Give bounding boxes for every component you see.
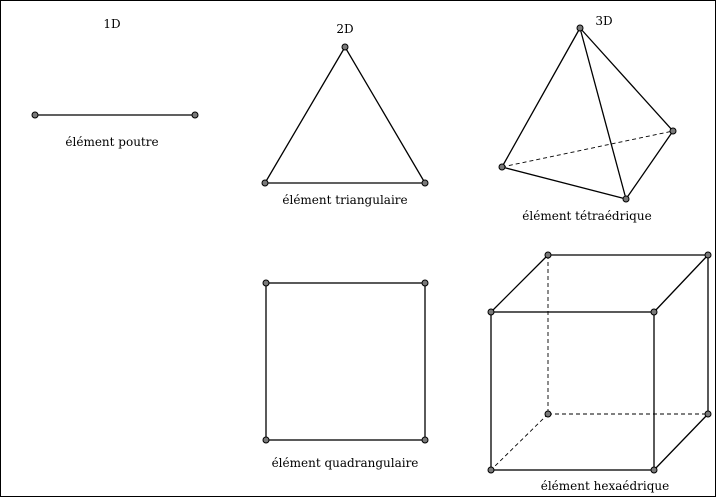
heading-2d: 2D [336, 22, 353, 36]
hexahedron-front-face [490, 311, 655, 471]
quadrilateral-node [262, 279, 270, 287]
triangle-node [421, 179, 429, 187]
hexahedron-node [544, 251, 552, 259]
quadrilateral-edges [265, 282, 426, 441]
triangle-element [261, 43, 429, 187]
quadrilateral-node [421, 279, 429, 287]
triangle-node [261, 179, 269, 187]
tetrahedron-edge [501, 166, 627, 200]
hexahedron-node [487, 308, 495, 316]
label-quadrilateral: élément quadrangulaire [272, 456, 419, 470]
tetrahedron-hidden-edge [501, 130, 674, 168]
tetrahedron-edge [579, 27, 674, 132]
hexahedron-edge [653, 254, 709, 313]
tetrahedron-edge [625, 130, 674, 200]
beam-node [31, 111, 39, 119]
hexahedron-element [487, 251, 712, 474]
hexahedron-node [544, 410, 552, 418]
beam-element [31, 111, 199, 119]
hexahedron-node [704, 410, 712, 418]
beam-node [191, 111, 199, 119]
label-hexahedron: élément hexaédrique [541, 479, 670, 493]
quadrilateral-node [262, 436, 270, 444]
tetrahedron-element [498, 24, 677, 203]
label-tetrahedron: élément tétraédrique [522, 209, 651, 223]
hexahedron-node [650, 466, 658, 474]
hexahedron-edge [653, 413, 709, 471]
hexahedron-node [487, 466, 495, 474]
hexahedron-node [650, 308, 658, 316]
hexahedron-hidden-edge [490, 413, 549, 471]
tetrahedron-node [576, 24, 584, 32]
hexahedron-edge [490, 254, 549, 313]
quadrilateral-element [262, 279, 429, 444]
tetrahedron-node [669, 127, 677, 135]
tetrahedron-node [498, 163, 506, 171]
triangle-node [341, 43, 349, 51]
triangle-edges [263, 45, 427, 184]
tetrahedron-edge [501, 27, 581, 168]
label-triangle: élément triangulaire [282, 193, 407, 207]
tetrahedron-edge [579, 27, 627, 200]
hexahedron-node [704, 251, 712, 259]
label-beam: élément poutre [65, 135, 158, 149]
heading-1d: 1D [103, 17, 120, 31]
quadrilateral-node [421, 436, 429, 444]
heading-3d: 3D [595, 14, 612, 28]
tetrahedron-node [622, 195, 630, 203]
